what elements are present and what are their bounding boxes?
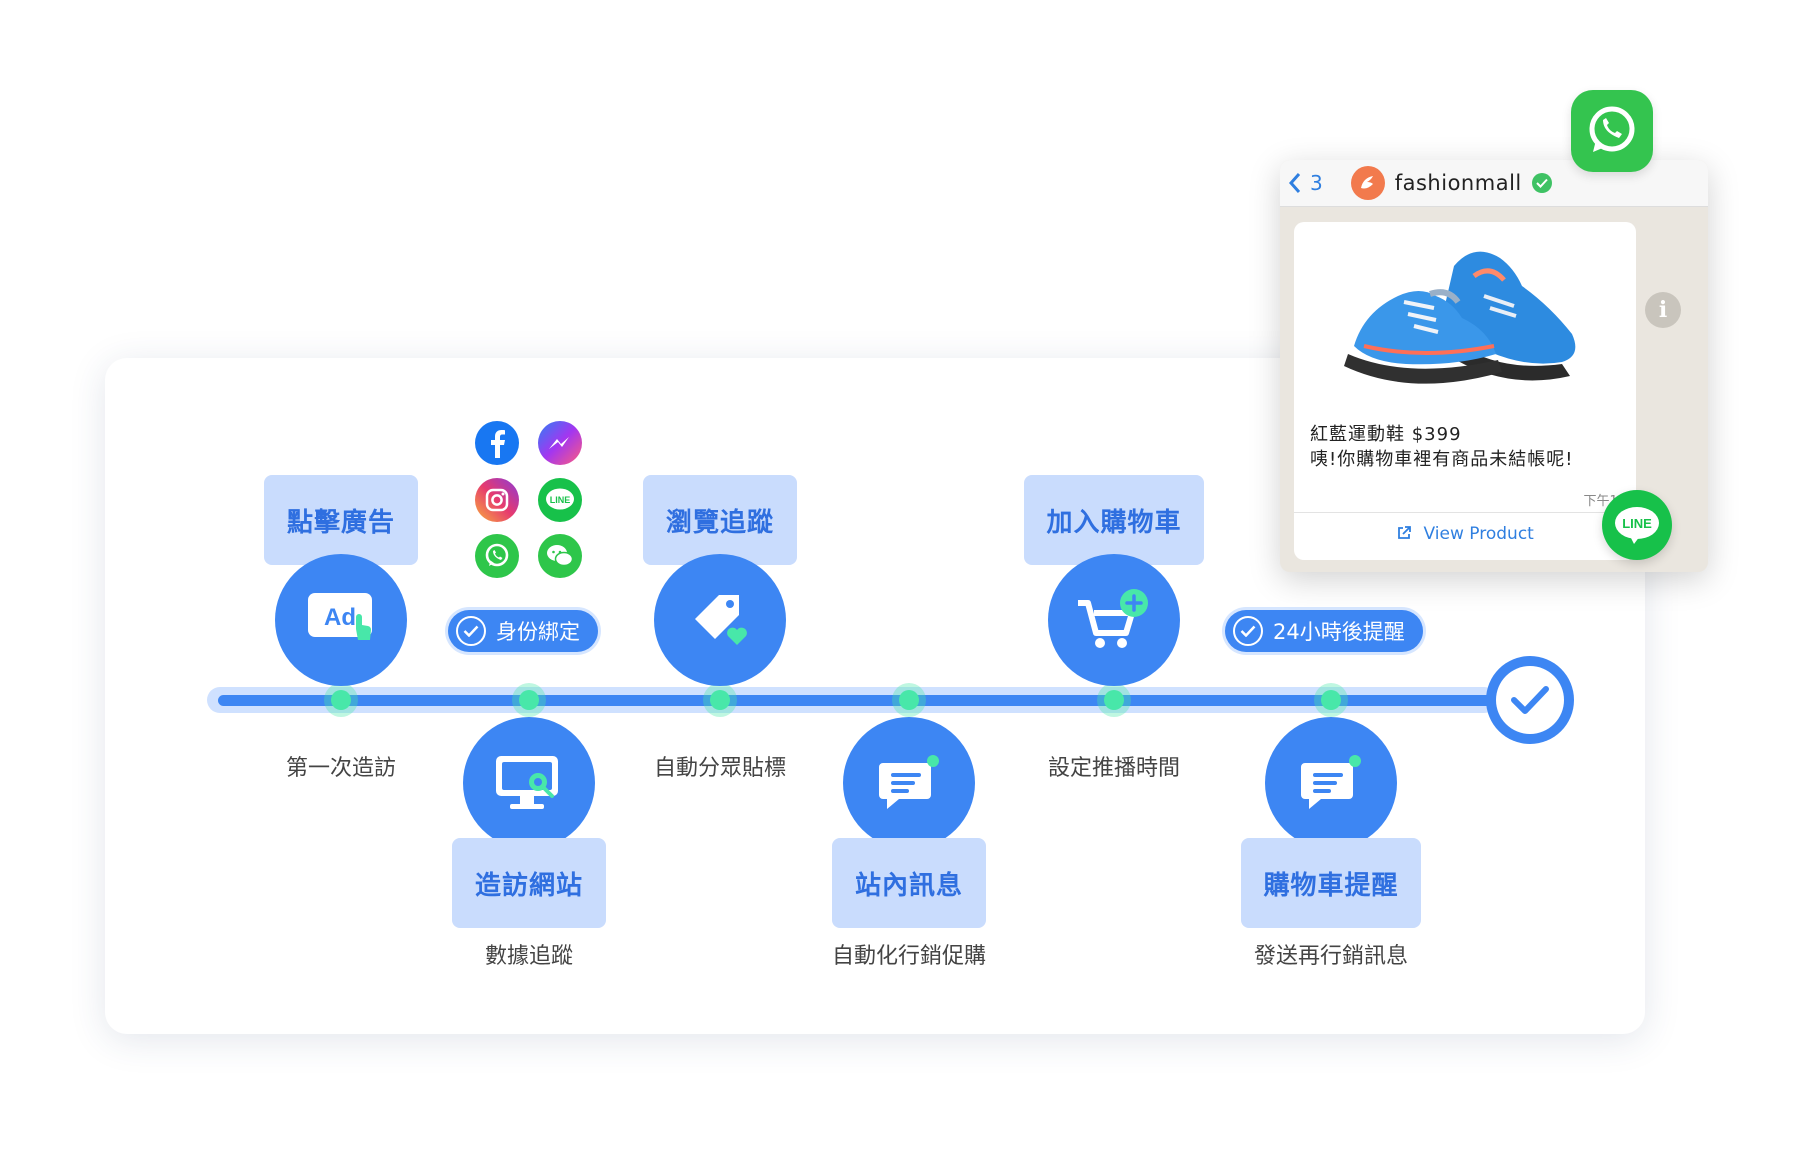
step-subtitle-remarketing: 發送再行銷訊息 (1253, 944, 1409, 969)
cart-add-icon (1078, 589, 1148, 648)
view-product-link[interactable]: View Product (1294, 524, 1636, 544)
step-label-browse-tracking: 瀏覽追蹤 (643, 475, 797, 565)
reminder-line: 咦!你購物車裡有商品未結帳呢! (1310, 449, 1574, 470)
ad-icon-text: Ad (324, 604, 356, 631)
timeline-dot-1 (324, 683, 358, 717)
step-label-in-site-message: 站內訊息 (832, 838, 986, 928)
line-logo-icon: LINE (1602, 490, 1672, 560)
bubble-divider (1294, 512, 1636, 513)
avatar[interactable] (1350, 166, 1385, 200)
badge-label: 24小時後提醒 (1273, 620, 1405, 644)
svg-text:LINE: LINE (550, 495, 571, 505)
info-icon[interactable]: i (1645, 292, 1681, 328)
back-button[interactable]: 3 (1288, 171, 1323, 195)
line-logo-text: LINE (1622, 516, 1652, 531)
step-title: 造訪網站 (474, 870, 583, 901)
external-link-icon (1398, 526, 1412, 539)
step-subtitle-push-schedule: 設定推播時間 (1047, 756, 1181, 781)
unread-count: 3 (1310, 171, 1323, 195)
facebook-icon (475, 421, 519, 465)
step-subtitle-first-visit: 第一次造訪 (285, 756, 397, 781)
step-label-visit-site: 造訪網站 (452, 838, 606, 928)
cart-step-circle[interactable] (1048, 554, 1180, 686)
product-line: 紅藍運動鞋 $399 (1310, 424, 1462, 445)
timeline-dot-6 (1314, 683, 1348, 717)
product-message-bubble: 紅藍運動鞋 $399 咦!你購物車裡有商品未結帳呢! 下午12 View Pro… (1294, 222, 1636, 560)
timeline-dot-2 (512, 683, 546, 717)
chat-message-icon (879, 755, 939, 809)
completion-ring (1496, 666, 1564, 734)
reminder-step-circle[interactable] (1265, 717, 1397, 849)
step-subtitle-auto-tagging: 自動分眾貼標 (653, 756, 787, 781)
timeline-dot-3 (703, 683, 737, 717)
whatsapp-icon (475, 534, 519, 578)
chat-message-icon (1301, 755, 1361, 809)
sneaker-image (1344, 251, 1576, 384)
instagram-icon (475, 478, 519, 522)
monitor-search-icon (496, 756, 558, 809)
message-text: 紅藍運動鞋 $399 咦!你購物車裡有商品未結帳呢! (1310, 422, 1573, 472)
tag-heart-icon (695, 595, 747, 645)
ad-click-icon: Ad (308, 593, 372, 640)
step-label-cart-reminder: 購物車提醒 (1241, 838, 1421, 928)
step-label-add-to-cart: 加入購物車 (1024, 475, 1204, 565)
step-title: 站內訊息 (854, 870, 963, 901)
chat-contact-name: fashionmall (1394, 171, 1522, 195)
website-step-circle[interactable] (463, 717, 595, 849)
reminder-24h-badge: 24小時後提醒 (1225, 610, 1423, 652)
view-product-label: View Product (1423, 524, 1534, 544)
ad-step-circle[interactable]: Ad (275, 554, 407, 686)
tag-step-circle[interactable] (654, 554, 786, 686)
message-step-circle[interactable] (843, 717, 975, 849)
messenger-icon (538, 421, 582, 465)
step-subtitle-auto-marketing: 自動化行銷促購 (831, 944, 987, 969)
timeline-dot-5 (1097, 683, 1131, 717)
step-subtitle-data-tracking: 數據追蹤 (484, 944, 574, 969)
timeline-dot-4 (892, 683, 926, 717)
step-title: 瀏覽追蹤 (665, 507, 774, 538)
step-title: 加入購物車 (1046, 507, 1182, 538)
chevron-left-icon (1288, 173, 1301, 193)
verified-icon (1531, 173, 1552, 193)
wechat-icon (538, 534, 582, 578)
step-title: 點擊廣告 (286, 507, 395, 538)
step-title: 購物車提醒 (1263, 870, 1399, 901)
whatsapp-logo-icon (1571, 90, 1653, 172)
check-icon (456, 616, 486, 646)
line-icon: LINE (538, 478, 582, 522)
fashion-logo-icon (1360, 176, 1373, 189)
check-icon (1233, 616, 1263, 646)
step-label-click-ad: 點擊廣告 (264, 475, 418, 565)
identity-binding-badge: 身份綁定 (448, 610, 598, 652)
completion-check-icon (1486, 656, 1574, 744)
badge-label: 身份綁定 (496, 620, 580, 644)
timeline-progress (218, 695, 1503, 706)
